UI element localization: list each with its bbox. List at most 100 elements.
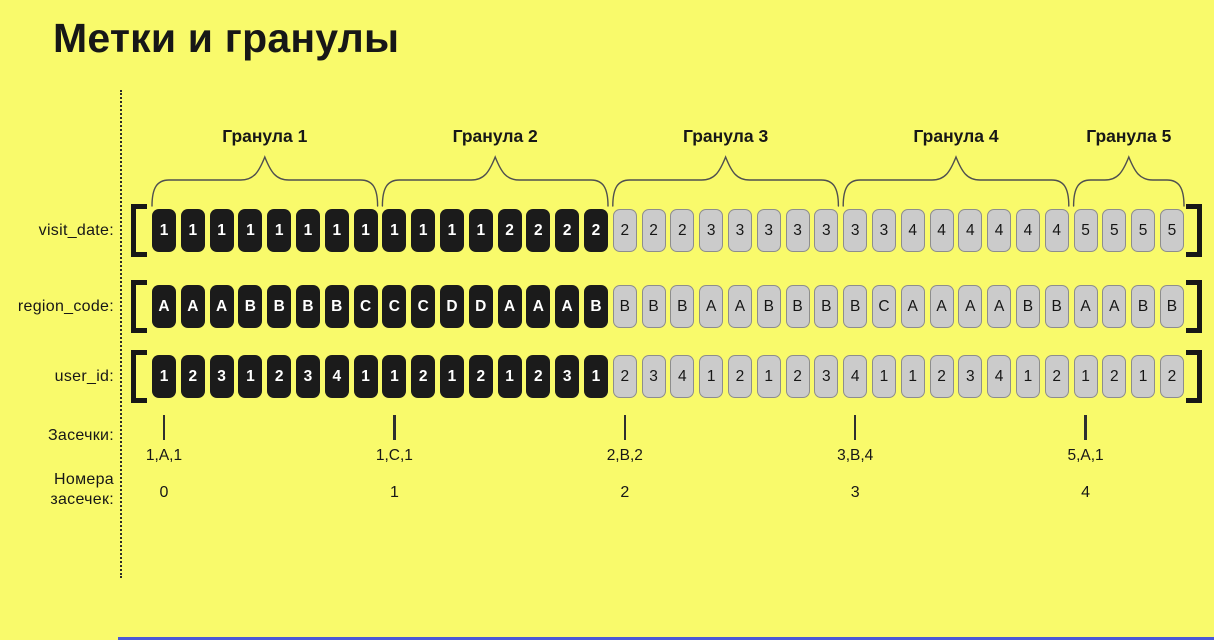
data-cell: 5 <box>1131 209 1156 252</box>
data-cell: B <box>670 285 695 328</box>
mark-value: 2,B,2 <box>606 447 643 464</box>
mark-value: 5,A,1 <box>1067 447 1104 464</box>
left-bracket-visit-date <box>131 204 147 257</box>
data-cell: B <box>756 285 781 328</box>
mark-value: 3,B,4 <box>837 447 874 464</box>
granule-braces <box>151 155 1185 207</box>
data-cell: 3 <box>756 209 781 252</box>
data-cell: A <box>180 285 205 328</box>
data-cell: 2 <box>727 355 752 398</box>
data-cell: A <box>727 285 752 328</box>
data-cell: 2 <box>612 355 637 398</box>
data-cell: 2 <box>929 355 954 398</box>
data-cell: 2 <box>612 209 637 252</box>
data-cell: 5 <box>1073 209 1098 252</box>
granule-label: Гранула 2 <box>452 126 538 146</box>
data-cell: 3 <box>871 209 896 252</box>
data-cell: 1 <box>756 355 781 398</box>
data-cell: 1 <box>238 355 263 398</box>
marks-label: Засечки: <box>47 427 114 444</box>
right-bracket-user-id <box>1186 350 1202 403</box>
data-cell: A <box>209 285 234 328</box>
data-cell: 1 <box>382 209 407 252</box>
dotted-divider <box>120 90 122 578</box>
row-label-region-code: region_code: <box>17 298 114 315</box>
data-cell: 1 <box>209 209 234 252</box>
data-cell: 4 <box>987 209 1012 252</box>
data-cell: 1 <box>295 209 320 252</box>
data-cell: 3 <box>555 355 580 398</box>
data-cell: 3 <box>641 355 666 398</box>
granule-brace <box>151 155 379 207</box>
granule-brace <box>612 155 840 207</box>
data-cell: B <box>1159 285 1184 328</box>
data-cell: 1 <box>324 209 349 252</box>
mark-value: 1,C,1 <box>375 447 413 464</box>
mark-tick <box>853 415 857 440</box>
data-cell: A <box>1073 285 1098 328</box>
left-bracket-region-code <box>131 280 147 333</box>
mark-numbers-label: Номера засечек: <box>0 470 114 510</box>
data-cell: C <box>353 285 378 328</box>
data-cell: 2 <box>670 209 695 252</box>
right-bracket-region-code <box>1186 280 1202 333</box>
mark-tick <box>623 415 627 440</box>
mark-number: 3 <box>850 484 860 501</box>
mark-number: 2 <box>620 484 630 501</box>
data-cell: 2 <box>583 209 608 252</box>
data-cell: 1 <box>152 355 176 398</box>
data-cell: 2 <box>1102 355 1127 398</box>
data-cell: A <box>699 285 724 328</box>
granule-label: Гранула 3 <box>682 126 769 146</box>
data-cell: B <box>324 285 349 328</box>
data-cell: 4 <box>987 355 1012 398</box>
data-cell: 1 <box>353 209 378 252</box>
data-cell: 5 <box>1102 209 1127 252</box>
data-cell: A <box>497 285 522 328</box>
data-cell: B <box>785 285 810 328</box>
data-cell: 1 <box>238 209 263 252</box>
data-cell: 1 <box>1073 355 1098 398</box>
data-cell: 1 <box>900 355 925 398</box>
data-cell: 1 <box>871 355 896 398</box>
data-cell: 4 <box>324 355 349 398</box>
data-cell: 3 <box>295 355 320 398</box>
mark-tick <box>162 415 166 440</box>
data-cell: A <box>152 285 176 328</box>
data-cell: 1 <box>267 209 292 252</box>
bottom-accent-bar <box>118 637 1214 640</box>
data-cell: A <box>929 285 954 328</box>
data-cell: 2 <box>411 355 436 398</box>
data-cell: B <box>612 285 637 328</box>
data-cell: 1 <box>583 355 608 398</box>
data-cell: 4 <box>900 209 925 252</box>
mark-numbers-label-line1: Номера <box>54 471 114 488</box>
data-cell: 1 <box>1131 355 1156 398</box>
data-cell: 5 <box>1159 209 1184 252</box>
granule-label: Гранула 4 <box>913 126 999 146</box>
row-label-visit-date: visit_date: <box>38 222 114 239</box>
data-cell: 1 <box>152 209 176 252</box>
data-cell: B <box>295 285 320 328</box>
data-cell: 3 <box>209 355 234 398</box>
data-cell: 3 <box>699 209 724 252</box>
data-cell: 4 <box>929 209 954 252</box>
mark-tick <box>393 415 396 440</box>
data-cell: 1 <box>411 209 436 252</box>
data-cell: B <box>583 285 608 328</box>
granule-brace <box>381 155 609 207</box>
granule-label: Гранула 1 <box>222 126 308 146</box>
data-cell: 1 <box>353 355 378 398</box>
data-cell: 4 <box>843 355 868 398</box>
data-cell: 3 <box>843 209 868 252</box>
data-cell: C <box>382 285 407 328</box>
data-cell: 4 <box>1044 209 1069 252</box>
data-cell: A <box>900 285 925 328</box>
data-cell: 3 <box>785 209 810 252</box>
data-cell: 4 <box>958 209 983 252</box>
granule-label: Гранула 5 <box>1086 126 1172 146</box>
